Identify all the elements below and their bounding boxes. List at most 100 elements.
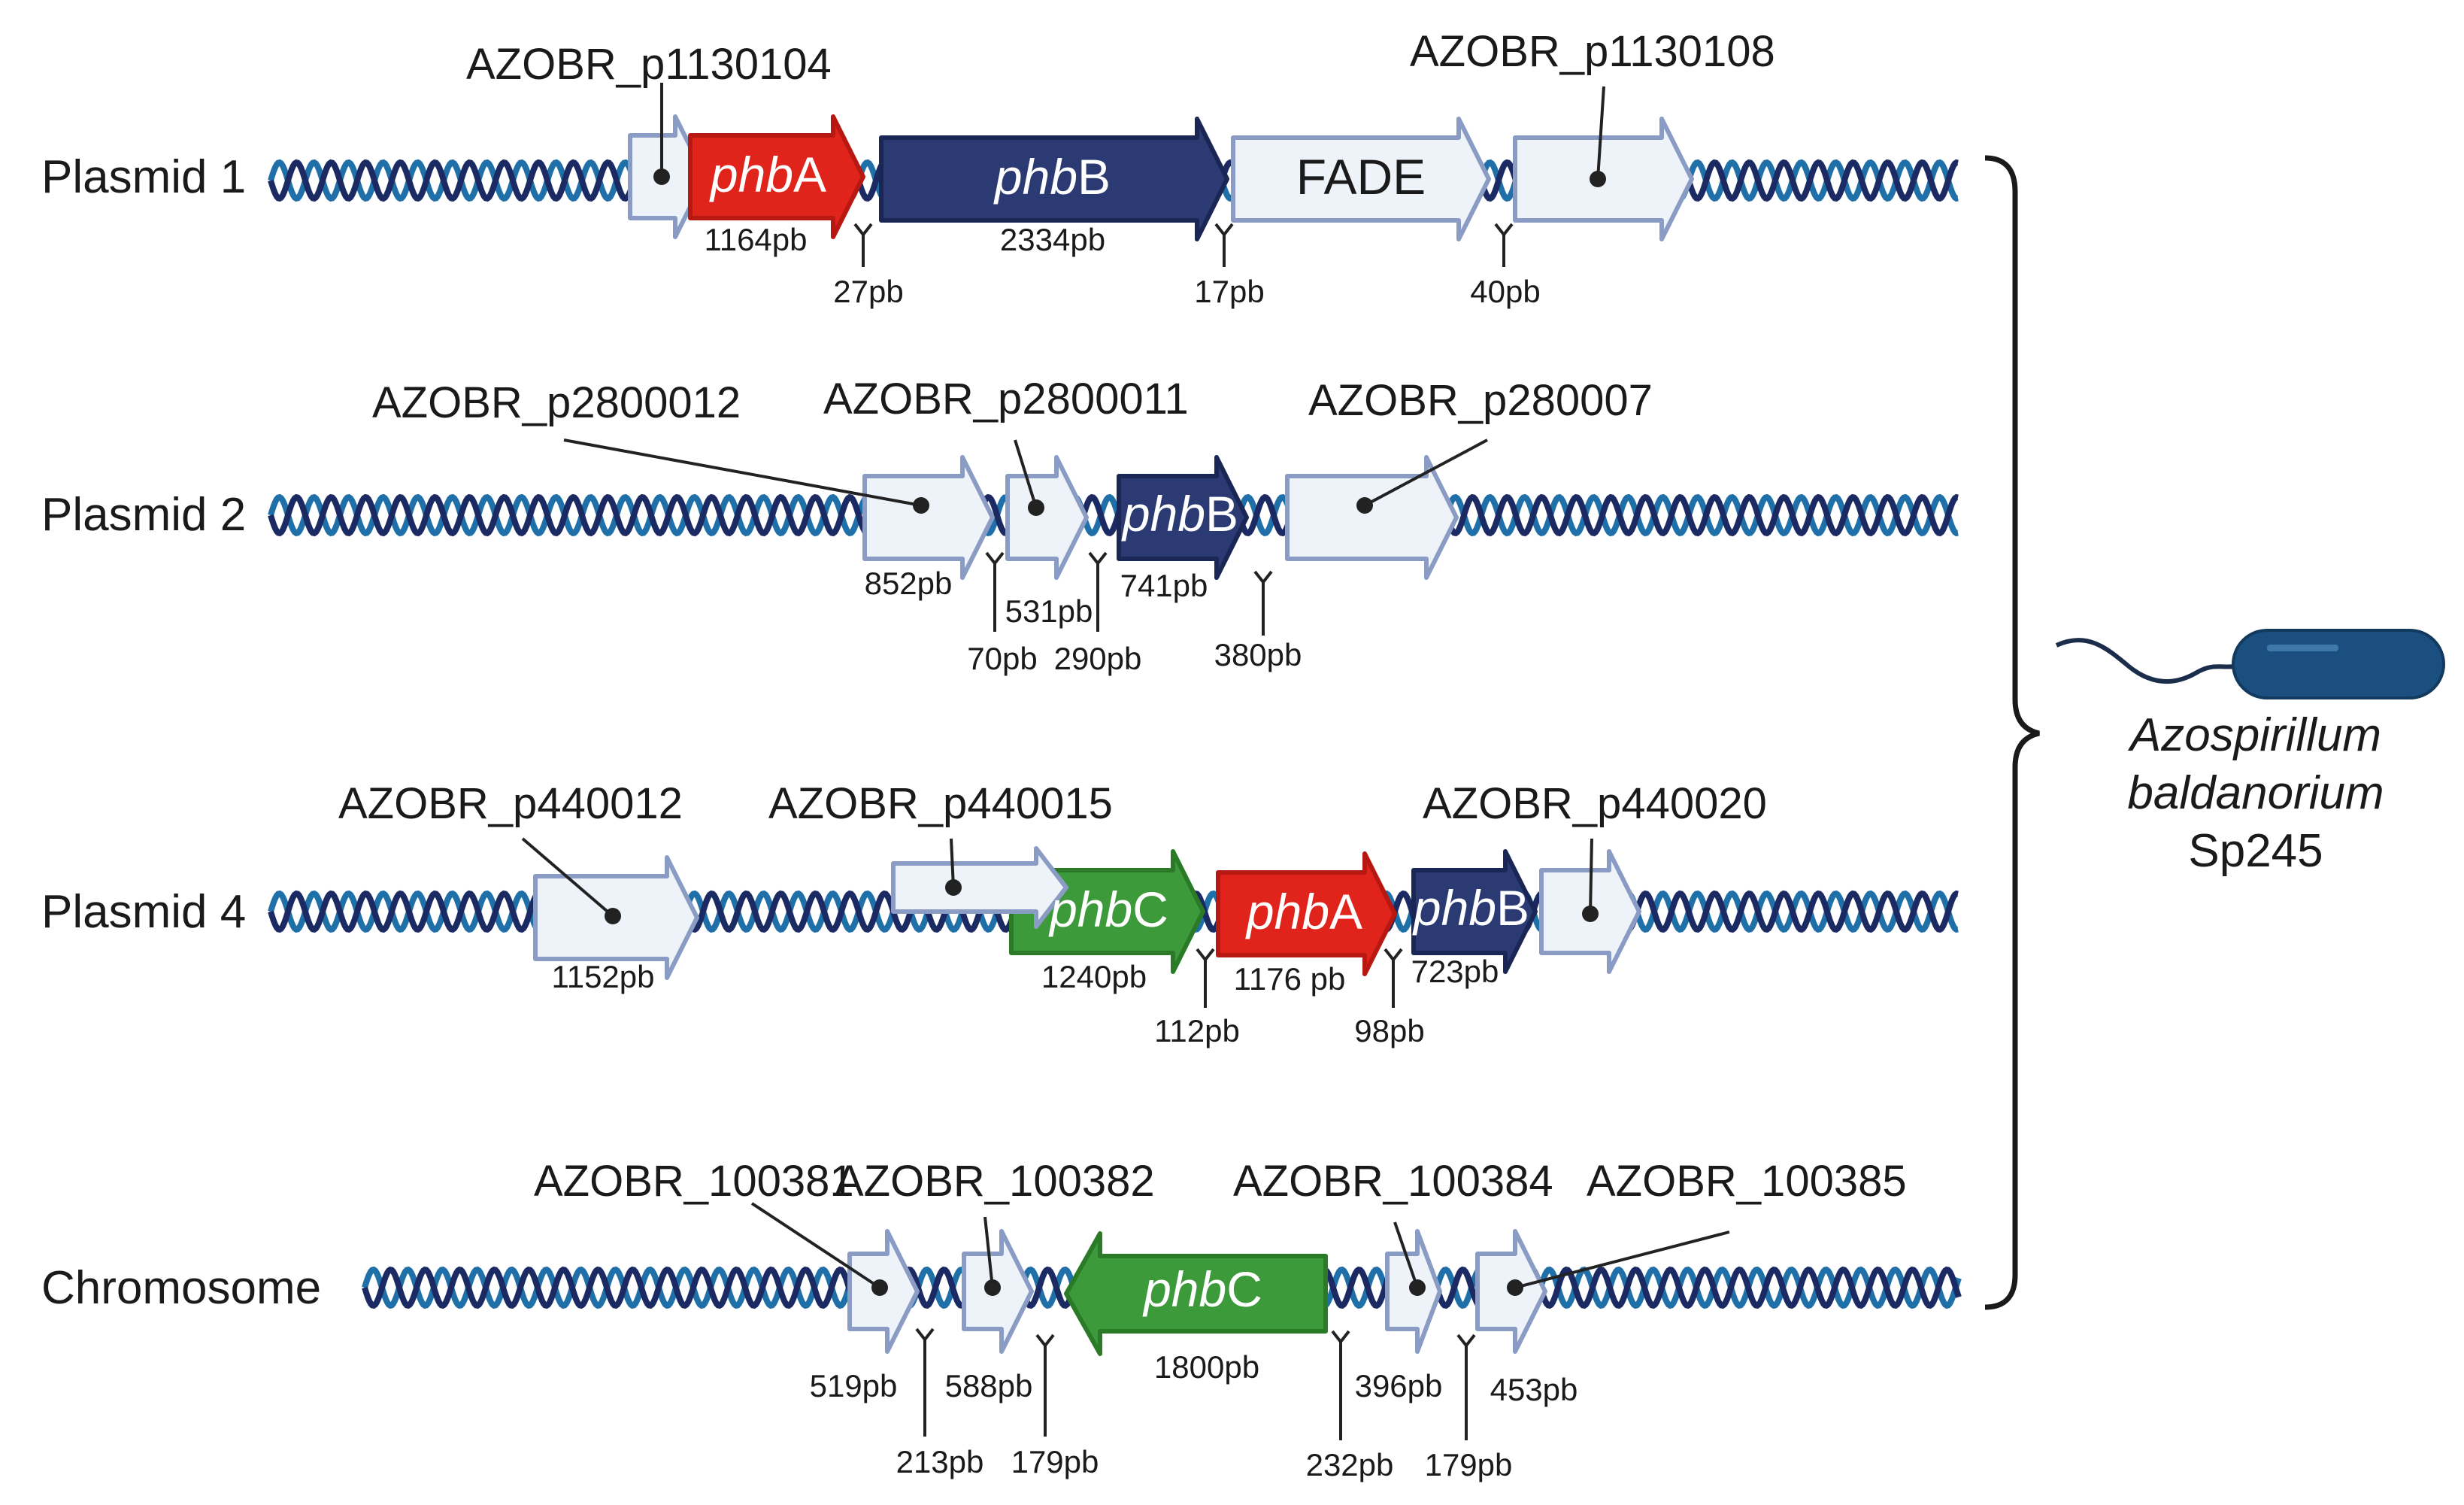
size-p4-1152pb: 1152pb <box>551 959 654 994</box>
spacer-chr-179a-tick <box>1035 1334 1055 1349</box>
spacer-p4-112pb: 112pb <box>1154 1013 1240 1048</box>
callout-AZOBR_p440015: AZOBR_p440015 <box>768 779 1113 828</box>
callout-AZOBR_p1130108: AZOBR_p1130108 <box>1410 27 1775 76</box>
gene-arrow-p1-phbB <box>879 117 1229 241</box>
size-p4-1176pb: 1176 pb <box>1234 961 1346 997</box>
gene-arrow-p2-AZOBR_p2800011 <box>1005 455 1089 580</box>
callout-AZOBR_100385: AZOBR_100385 <box>1587 1157 1907 1206</box>
gene-arrow-p2-AZOBR_p2800012 <box>862 455 995 580</box>
callout-100381-line <box>750 1202 881 1289</box>
callout-p1130104-dot <box>653 168 670 185</box>
callout-AZOBR_p2800011: AZOBR_p2800011 <box>823 375 1189 423</box>
gene-arrows <box>533 114 1694 1356</box>
track-label-plasmid1: Plasmid 1 <box>41 151 246 203</box>
spacer-p4-112-tick <box>1196 948 1215 963</box>
callout-p440015-dot <box>945 879 962 896</box>
callout-p2800012-dot <box>913 497 929 514</box>
callout-AZOBR_p280007: AZOBR_p280007 <box>1308 376 1653 425</box>
helix-plasmid2-strand-b <box>268 493 1959 537</box>
size-p2-852pb: 852pb <box>865 566 953 601</box>
spacer-chr-179pb-b: 179pb <box>1425 1447 1513 1482</box>
grouping-brace <box>1984 155 2040 1310</box>
size-p1-phbA: 1164pb <box>704 222 807 257</box>
spacer-chr-232-tick <box>1331 1330 1350 1345</box>
spacer-p1-27pb: 27pb <box>833 274 903 309</box>
gene-label-p1-phbA: phbA <box>709 147 826 202</box>
gene-arrow-p2-phbB <box>1117 455 1249 580</box>
spacer-p1-40pb: 40pb <box>1470 274 1540 309</box>
size-chr-588pb: 588pb <box>945 1368 1033 1403</box>
size-p4-1240pb: 1240pb <box>1041 959 1147 994</box>
organism-strain: Sp245 <box>2188 825 2323 877</box>
callout-100381-dot <box>871 1279 888 1296</box>
size-chr-396pb: 396pb <box>1355 1368 1443 1403</box>
callout-p440020-line <box>1589 838 1593 915</box>
callout-100382-line <box>983 1216 994 1288</box>
size-p2-531pb: 531pb <box>1005 593 1093 629</box>
callout-AZOBR_100381: AZOBR_100381 <box>534 1157 854 1206</box>
spacer-p1-40-tick <box>1494 223 1514 238</box>
track-label-plasmid4: Plasmid 4 <box>41 886 246 938</box>
gene-arrow-p2-AZOBR_p280007 <box>1285 455 1459 580</box>
size-p4-723pb: 723pb <box>1411 954 1499 989</box>
callout-AZOBR_p440020: AZOBR_p440020 <box>1423 779 1767 828</box>
gene-arrow-chr-phbC <box>1064 1231 1328 1356</box>
spacer-p1-27-tick <box>853 223 873 238</box>
spacer-chr-232pb: 232pb <box>1306 1447 1394 1482</box>
spacer-p2-290-tick <box>1088 551 1108 566</box>
gene-label-p4-phbC: phbC <box>1048 881 1168 937</box>
callout-p1130108-dot <box>1590 171 1606 187</box>
spacer-chr-213pb: 213pb <box>896 1444 984 1479</box>
gene-arrow-p1-phbA <box>688 114 865 239</box>
size-chr-1800pb: 1800pb <box>1154 1349 1259 1385</box>
gene-arrow-p1-FADE <box>1231 117 1491 241</box>
callout-100385-dot <box>1507 1279 1523 1296</box>
callout-100384-dot <box>1409 1279 1426 1296</box>
gene-arrow-p4-AZOBR_p440015 <box>891 846 1068 929</box>
gene-label-p4-phbA: phbA <box>1245 884 1362 939</box>
spacer-p2-380-tick <box>1253 570 1273 585</box>
gene-label-p4-phbB: phbB <box>1412 880 1529 936</box>
spacer-chr-179b-tick <box>1456 1334 1476 1349</box>
callout-p440012-dot <box>605 908 621 924</box>
gene-label-p2-phbB: phbB <box>1121 486 1238 542</box>
callout-p280007-dot <box>1356 497 1373 514</box>
callout-100382-dot <box>984 1279 1001 1296</box>
track-label-chromosome: Chromosome <box>41 1262 321 1314</box>
callout-p440020-dot <box>1582 906 1599 922</box>
callout-p280007-line <box>1364 438 1488 507</box>
callout-p2800011-dot <box>1028 499 1044 516</box>
spacer-chr-213-tick <box>915 1327 935 1343</box>
gene-arrow-p4-phbB <box>1411 849 1538 974</box>
helix-plasmid2-strand-a <box>268 493 1959 537</box>
size-chr-453pb: 453pb <box>1490 1372 1578 1407</box>
callout-AZOBR_100382: AZOBR_100382 <box>835 1157 1155 1206</box>
size-chr-519pb: 519pb <box>810 1368 898 1403</box>
callout-AZOBR_100384: AZOBR_100384 <box>1233 1157 1553 1206</box>
spacer-p1-17pb: 17pb <box>1194 274 1264 309</box>
callout-AZOBR_p440012: AZOBR_p440012 <box>338 779 683 828</box>
callout-100384-line <box>1393 1221 1419 1288</box>
track-label-plasmid2: Plasmid 2 <box>41 489 246 541</box>
callout-100385-line <box>1514 1230 1730 1289</box>
organism-genus: Azospirillum <box>2127 709 2381 761</box>
callout-p1130108-line <box>1596 86 1605 180</box>
callout-p2800012-line <box>563 438 922 507</box>
callout-p2800011-line <box>1014 439 1038 508</box>
organism-species: baldanorium <box>2127 767 2384 819</box>
size-p1-phbB: 2334pb <box>1000 222 1105 257</box>
gene-arrow-p4-phbA <box>1216 851 1397 976</box>
gene-label-chr-phbC: phbC <box>1142 1261 1262 1317</box>
callout-AZOBR_p2800012: AZOBR_p2800012 <box>372 378 741 427</box>
dna-helices <box>268 159 1962 1309</box>
callout-p440012-line <box>521 837 614 918</box>
spacer-p4-98-tick <box>1384 948 1403 963</box>
size-p2-741pb: 741pb <box>1120 568 1208 603</box>
spacer-p2-290pb: 290pb <box>1054 641 1142 676</box>
spacer-p2-70-tick <box>985 551 1005 566</box>
gene-label-p1-FADE: FADE <box>1296 149 1426 205</box>
gene-label-p1-phbB: phbB <box>993 149 1111 205</box>
annotation-lines <box>521 83 1730 1440</box>
spacer-p4-98pb: 98pb <box>1354 1013 1424 1048</box>
